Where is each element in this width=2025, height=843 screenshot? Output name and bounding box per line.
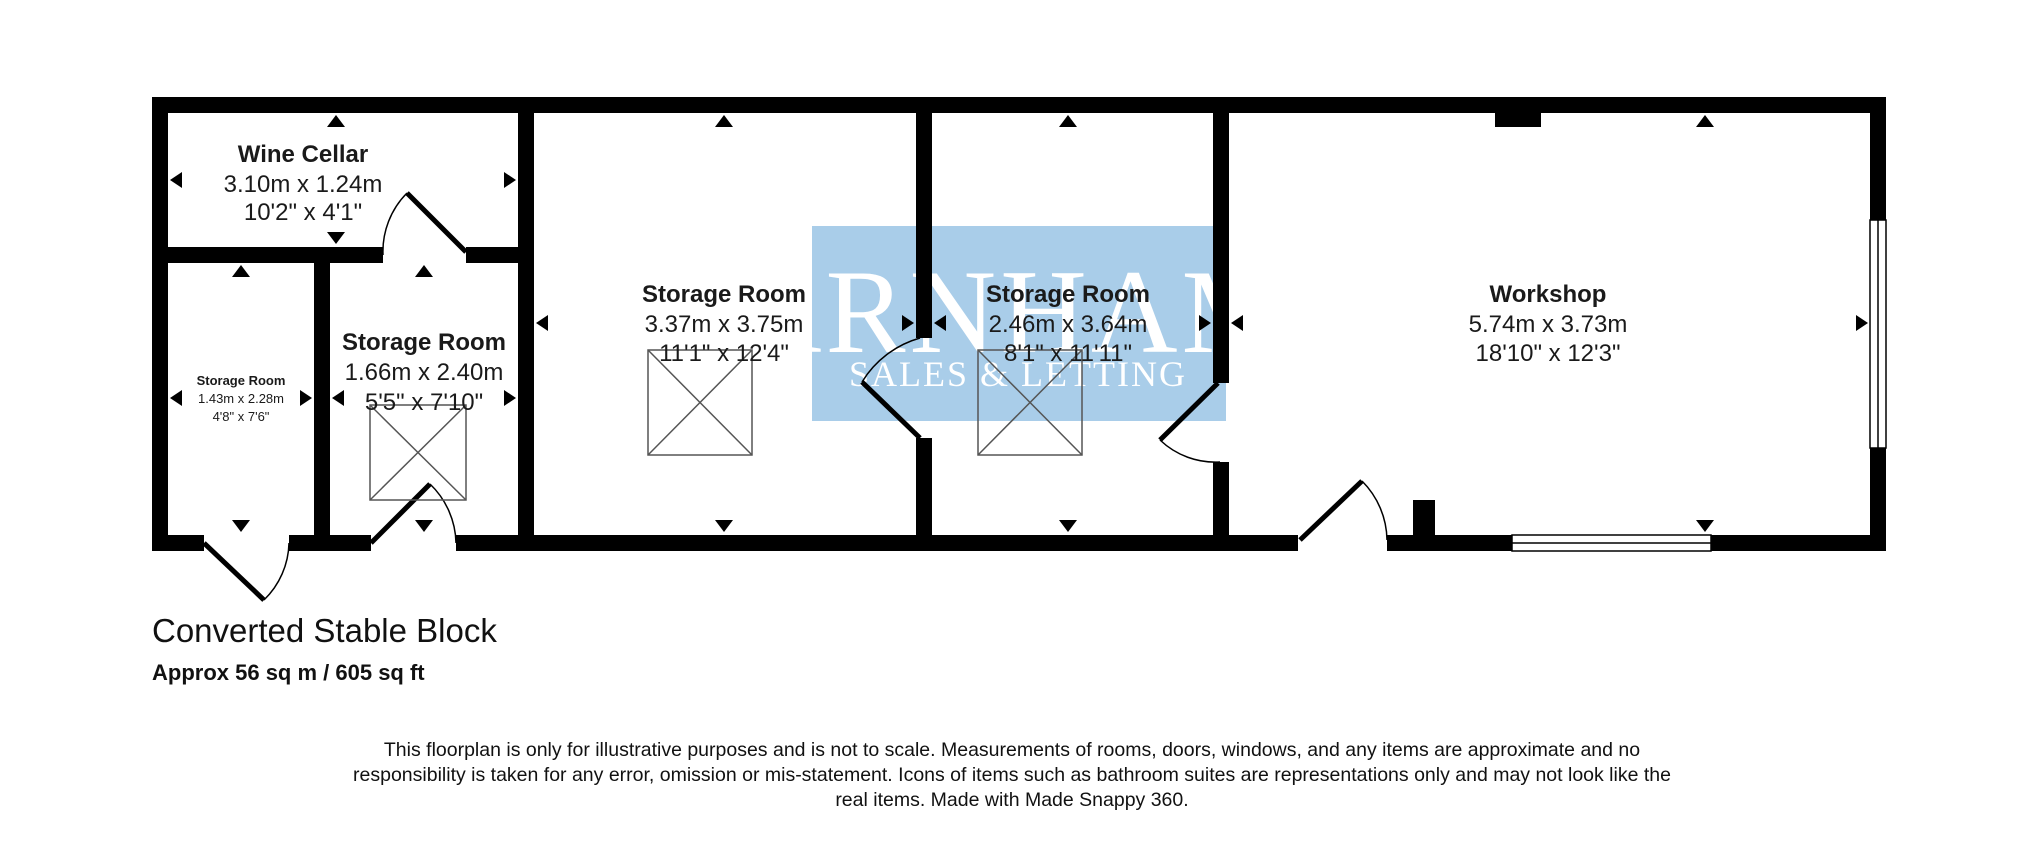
arrow-up-marker	[715, 115, 733, 127]
arrow-right-marker	[902, 315, 914, 331]
arrow-right-marker	[504, 172, 516, 188]
outer-wall-top	[152, 97, 1886, 113]
arrow-down-marker	[1059, 520, 1077, 532]
disclaimer-text: This floorplan is only for illustrative …	[353, 739, 1671, 811]
loft-hatch	[977, 349, 1083, 456]
arrow-up-marker	[232, 265, 250, 277]
room-dimensions-imperial: 18'10" x 12'3"	[1476, 340, 1621, 367]
door-leaf	[369, 482, 432, 545]
floor-title: Converted Stable Block	[152, 612, 497, 649]
room-dimensions-metric: 3.10m x 1.24m	[224, 171, 383, 198]
arrow-left-marker	[934, 315, 946, 331]
doors	[202, 191, 1388, 602]
outer-wall-bottom-5	[1709, 535, 1886, 551]
arrow-down-marker	[715, 520, 733, 532]
watermark-sub-text: SALES & LETTING	[849, 354, 1187, 394]
arrow-right-marker	[300, 390, 312, 406]
door-leaf	[202, 541, 266, 602]
workshop-chimney-breast	[1495, 113, 1541, 127]
arrow-right-marker	[1199, 315, 1211, 331]
floor-caption: Converted Stable Block Approx 56 sq m / …	[152, 612, 497, 686]
door-swing-arc	[429, 483, 457, 544]
outer-wall-left	[152, 97, 168, 551]
wall-workshop-upper	[1213, 113, 1229, 383]
room-storage-large: Storage Room 3.37m x 3.75m 11'1" x 12'4"	[642, 281, 806, 367]
wall-storage-divider-1	[518, 113, 534, 535]
wall-storage-divider-small	[314, 263, 330, 535]
windows	[1511, 219, 1887, 552]
loft-hatch	[647, 349, 753, 456]
outer-wall-bottom-4	[1387, 535, 1517, 551]
wine-cellar-wall-right	[466, 247, 528, 263]
workshop-pillar	[1413, 500, 1435, 535]
room-dimensions-metric: 5.74m x 3.73m	[1469, 311, 1628, 338]
room-workshop: Workshop 5.74m x 3.73m 18'10" x 12'3"	[1469, 281, 1628, 367]
arrow-left-marker	[170, 390, 182, 406]
room-storage-right: Storage Room 2.46m x 3.64m 8'1" x 11'11"	[986, 281, 1150, 367]
door-leaf	[1158, 381, 1220, 442]
door-swing-arc	[382, 192, 408, 256]
arrow-up-marker	[1696, 115, 1714, 127]
arrow-down-marker	[1696, 520, 1714, 532]
dimension-arrows	[170, 115, 1868, 532]
room-dimensions-metric: 3.37m x 3.75m	[645, 311, 804, 338]
room-storage-middle: Storage Room 1.66m x 2.40m 5'5" x 7'10"	[342, 329, 506, 416]
watermark-logo: FARNHAMS SALES & LETTING	[673, 226, 1363, 421]
floor-area: Approx 56 sq m / 605 sq ft	[152, 660, 425, 685]
room-storage-small: Storage Room 1.43m x 2.28m 4'8" x 7'6"	[197, 373, 286, 424]
room-dimensions-imperial: 10'2" x 4'1"	[244, 199, 362, 226]
room-name: Storage Room	[197, 373, 286, 388]
arrow-up-marker	[415, 265, 433, 277]
arrow-up-marker	[327, 115, 345, 127]
watermark-main-text: FARNHAMS	[673, 245, 1363, 378]
room-dimensions-imperial: 4'8" x 7'6"	[213, 409, 270, 424]
arrow-down-marker	[327, 232, 345, 244]
room-name: Workshop	[1490, 281, 1607, 308]
loft-hatches	[369, 349, 1083, 501]
door-swing-arc	[1361, 480, 1388, 541]
arrow-left-marker	[170, 172, 182, 188]
wall-storage-divider-2-lower	[916, 438, 932, 535]
wine-cellar-wall-left	[168, 247, 383, 263]
room-dimensions-imperial: 5'5" x 7'10"	[365, 389, 483, 416]
room-dimensions-metric: 1.66m x 2.40m	[345, 359, 504, 386]
room-name: Storage Room	[342, 329, 506, 356]
room-name: Wine Cellar	[238, 141, 369, 168]
room-name: Storage Room	[642, 281, 806, 308]
arrow-down-marker	[232, 520, 250, 532]
arrow-right-marker	[1856, 315, 1868, 331]
arrow-left-marker	[536, 315, 548, 331]
door-leaf	[405, 191, 468, 254]
wall-workshop-lower	[1213, 462, 1229, 535]
room-name: Storage Room	[986, 281, 1150, 308]
arrow-left-marker	[1231, 315, 1243, 331]
arrow-up-marker	[1059, 115, 1077, 127]
loft-hatch	[369, 404, 467, 501]
door-leaf	[860, 380, 922, 440]
door-swing-arc	[263, 542, 290, 601]
arrow-left-marker	[332, 390, 344, 406]
door-swing-arc	[1159, 439, 1221, 463]
room-dimensions-metric: 2.46m x 3.64m	[989, 311, 1148, 338]
room-dimensions-imperial: 11'1" x 12'4"	[659, 340, 789, 367]
arrow-down-marker	[415, 520, 433, 532]
room-wine-cellar: Wine Cellar 3.10m x 1.24m 10'2" x 4'1"	[224, 141, 383, 226]
wall-storage-divider-2-upper	[916, 113, 932, 338]
outer-wall-bottom-2	[289, 535, 371, 551]
watermark-background	[812, 226, 1226, 421]
door-swing-arc	[861, 337, 921, 383]
outer-wall-bottom-1	[152, 535, 204, 551]
door-leaf	[1298, 479, 1364, 542]
room-dimensions-imperial: 8'1" x 11'11"	[1004, 340, 1132, 367]
room-dimensions-metric: 1.43m x 2.28m	[198, 391, 284, 406]
arrow-right-marker	[504, 390, 516, 406]
outer-wall-bottom-3	[456, 535, 1298, 551]
